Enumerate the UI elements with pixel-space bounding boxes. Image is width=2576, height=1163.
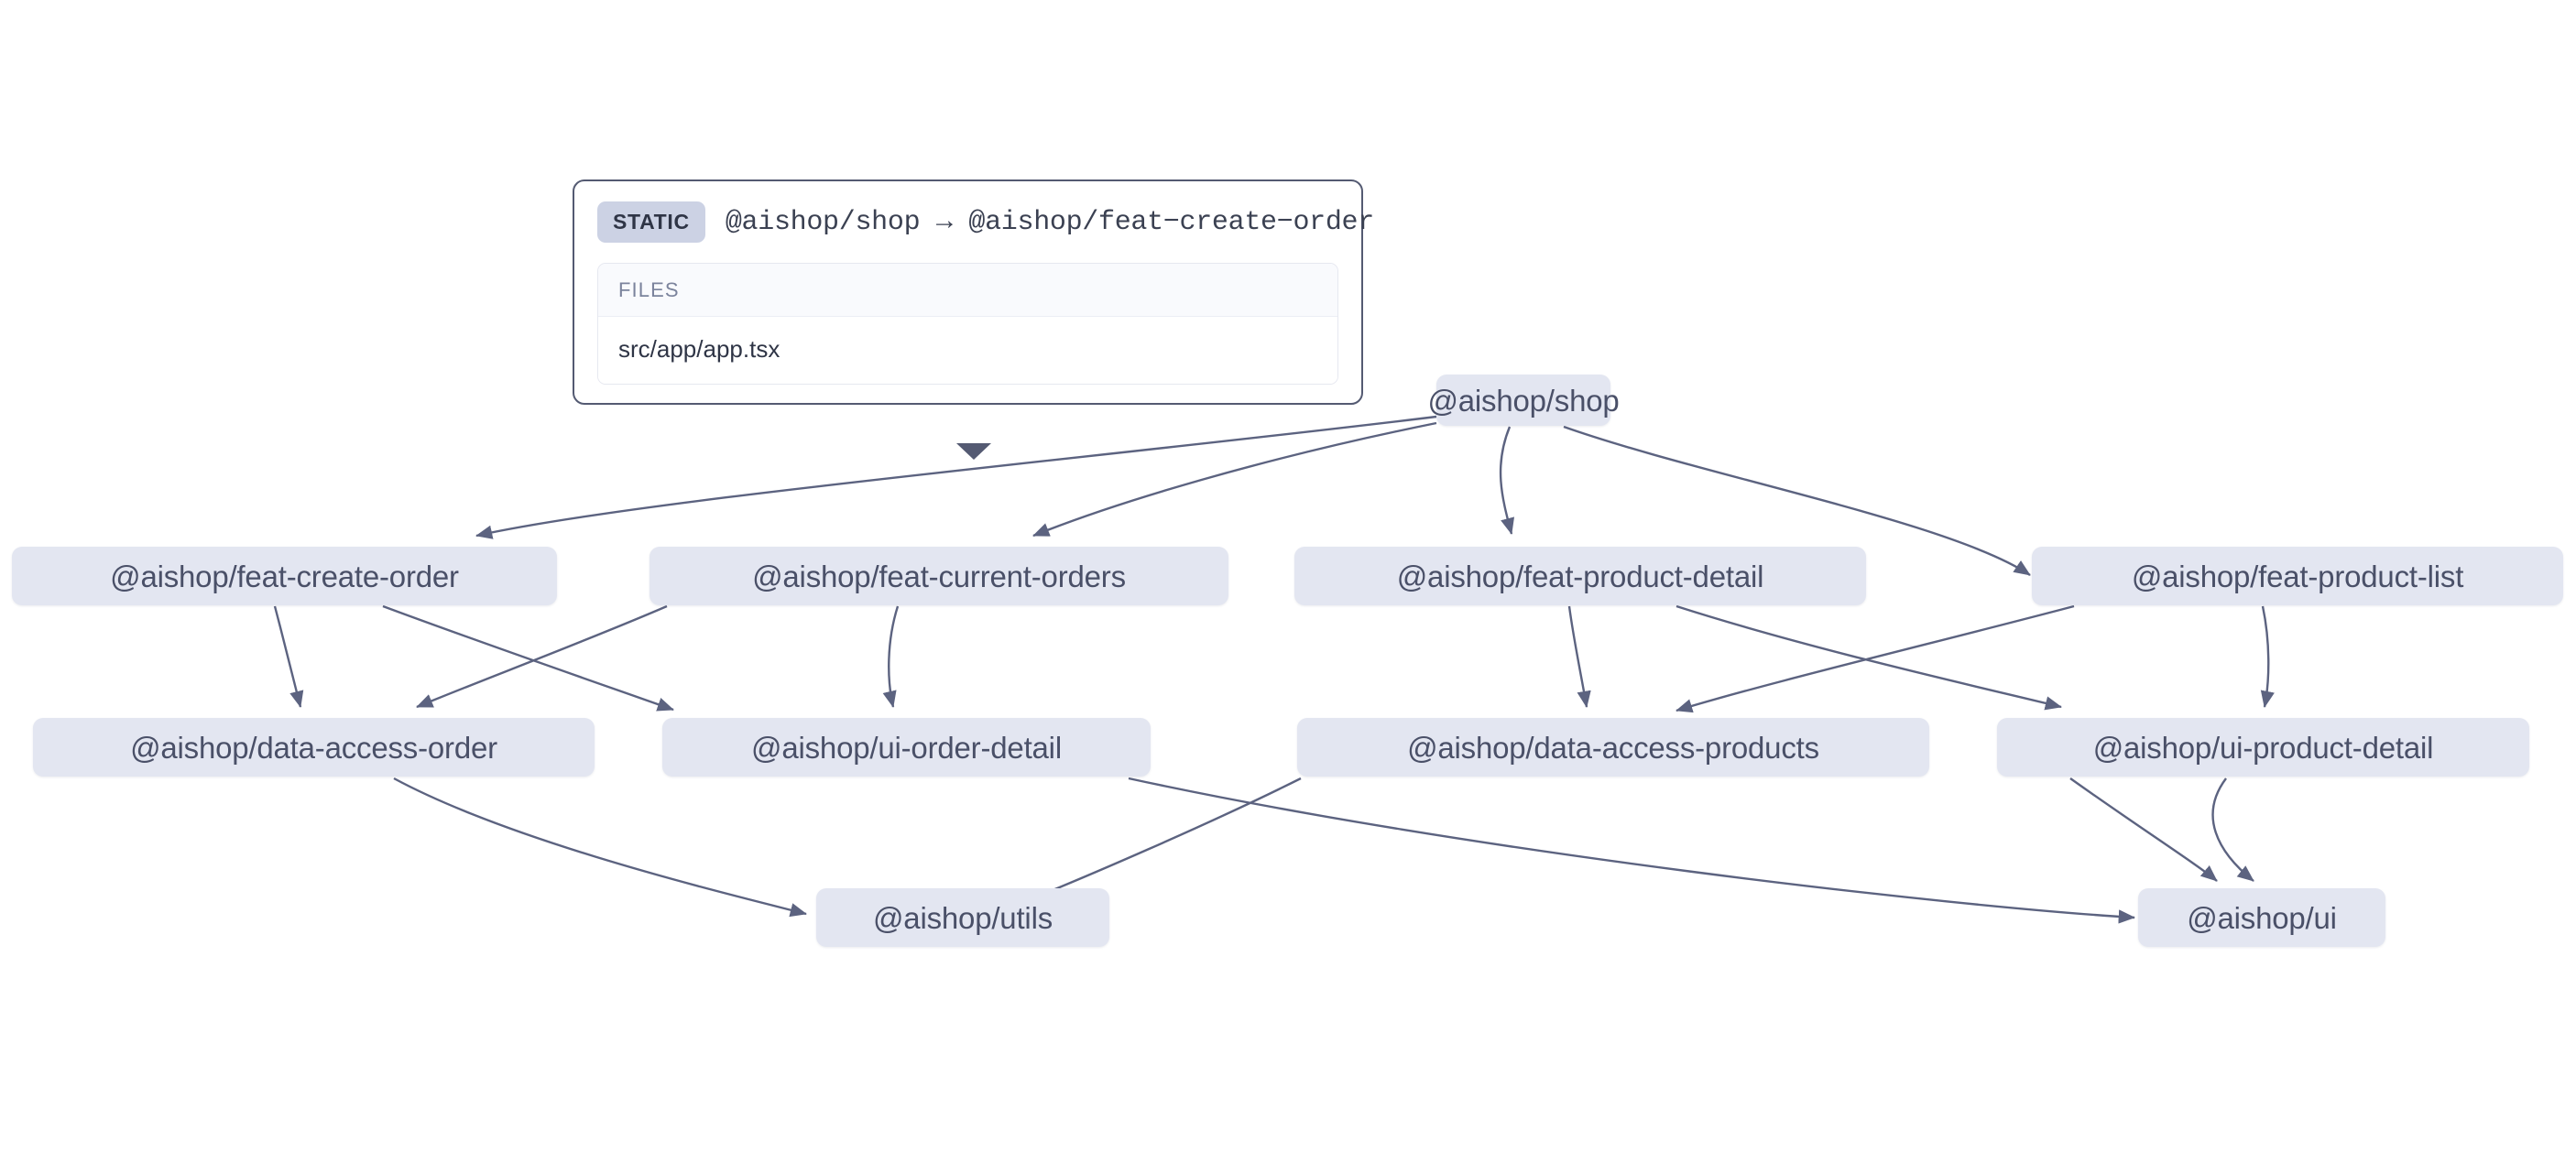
- graph-node-ui-order-detail[interactable]: @aishop/ui-order-detail: [662, 718, 1151, 777]
- graph-edge[interactable]: [393, 777, 807, 918]
- tooltip-pointer-icon: [956, 443, 991, 460]
- graph-edge[interactable]: [475, 415, 1437, 539]
- tooltip-header: STATIC @aishop/shop → @aishop/feat−creat…: [597, 201, 1374, 243]
- graph-node-data-access-order[interactable]: @aishop/data-access-order: [33, 718, 595, 777]
- graph-edge[interactable]: [2260, 605, 2275, 708]
- graph-edge[interactable]: [382, 604, 674, 712]
- graph-node-label: @aishop/feat-product-detail: [1396, 559, 1764, 593]
- graph-node-ui-product-detail[interactable]: @aishop/ui-product-detail: [1997, 718, 2529, 777]
- graph-node-label: @aishop/feat-current-orders: [752, 559, 1126, 593]
- graph-edge[interactable]: [1567, 605, 1591, 708]
- tooltip-title: @aishop/shop → @aishop/feat−create−order: [725, 206, 1374, 238]
- graph-node-label: @aishop/ui: [2187, 900, 2337, 935]
- graph-edge[interactable]: [2069, 777, 2218, 882]
- graph-edge[interactable]: [1675, 604, 2062, 711]
- graph-edge[interactable]: [882, 605, 900, 708]
- graph-edge[interactable]: [1032, 421, 1437, 538]
- graph-node-ui[interactable]: @aishop/ui: [2138, 888, 2385, 947]
- graph-node-data-access-products[interactable]: @aishop/data-access-products: [1297, 718, 1929, 777]
- graph-node-label: @aishop/shop: [1427, 383, 1620, 418]
- files-panel: FILES src/app/app.tsx: [597, 263, 1338, 385]
- graph-node-label: @aishop/feat-create-order: [110, 559, 459, 593]
- graph-node-label: @aishop/data-access-products: [1407, 730, 1819, 765]
- files-section-header: FILES: [598, 264, 1337, 317]
- static-badge: STATIC: [597, 201, 705, 243]
- graph-node-feat-current-orders[interactable]: @aishop/feat-current-orders: [649, 547, 1228, 605]
- graph-edge[interactable]: [273, 605, 304, 708]
- graph-node-label: @aishop/feat-product-list: [2131, 559, 2464, 593]
- files-list: src/app/app.tsx: [598, 317, 1337, 384]
- graph-edge[interactable]: [416, 604, 668, 709]
- graph-edge[interactable]: [1675, 604, 2075, 713]
- graph-edge[interactable]: [1499, 426, 1515, 535]
- graph-node-label: @aishop/data-access-order: [130, 730, 497, 765]
- graph-node-label: @aishop/ui-order-detail: [751, 730, 1062, 765]
- graph-node-label: @aishop/ui-product-detail: [2092, 730, 2434, 765]
- graph-edge[interactable]: [1016, 777, 1302, 907]
- graph-node-feat-create-order[interactable]: @aishop/feat-create-order: [12, 547, 557, 605]
- graph-edge[interactable]: [1128, 777, 2135, 924]
- graph-edge[interactable]: [2211, 777, 2254, 882]
- graph-node-label: @aishop/utils: [873, 900, 1053, 935]
- edge-detail-tooltip[interactable]: STATIC @aishop/shop → @aishop/feat−creat…: [573, 179, 1374, 405]
- graph-node-feat-product-list[interactable]: @aishop/feat-product-list: [2032, 547, 2563, 605]
- graph-node-utils[interactable]: @aishop/utils: [816, 888, 1109, 947]
- graph-node-feat-product-detail[interactable]: @aishop/feat-product-detail: [1294, 547, 1866, 605]
- file-row[interactable]: src/app/app.tsx: [598, 317, 1337, 384]
- graph-node-shop[interactable]: @aishop/shop: [1427, 375, 1620, 426]
